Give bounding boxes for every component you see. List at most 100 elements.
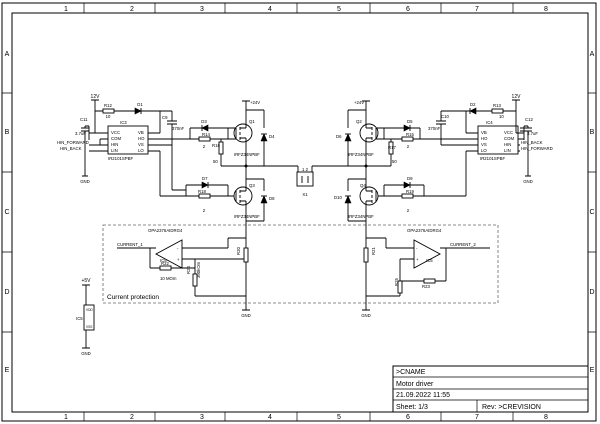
r16-value: 50 <box>213 159 218 164</box>
col-label: 8 <box>544 414 548 421</box>
resistor-r21 <box>363 247 369 263</box>
title-block-title: Motor driver <box>396 381 434 388</box>
opamp-right-plus: + <box>416 257 419 262</box>
diode-d4 <box>260 133 268 142</box>
current-protection-block: Current protection OPA2376AIDRG4 IC5 - +… <box>102 221 499 318</box>
ic4-pin: LO <box>481 148 487 153</box>
gnd-right: GND <box>361 313 371 318</box>
ic3-pin: VB <box>138 130 144 135</box>
row-label: A <box>590 51 595 58</box>
ic3-pin: COM <box>111 136 121 141</box>
col-label: 4 <box>268 6 272 13</box>
r20-label: R20 <box>236 247 241 255</box>
ic3-label: IC3 <box>120 120 127 125</box>
diode-d9 <box>403 181 411 189</box>
d6-label: D6 <box>336 134 342 139</box>
supply-5v: +5V <box>81 278 91 284</box>
title-block-sheet: Sheet: 1/3 <box>396 404 428 411</box>
col-label: 5 <box>337 414 341 421</box>
mosfet-q3 <box>233 186 253 206</box>
mosfet-q4 <box>359 186 379 206</box>
col-label: 6 <box>406 6 410 13</box>
ic3-part: IR2101SPBF <box>108 156 133 161</box>
column-labels-bottom: 1 2 3 4 5 6 7 8 <box>64 414 548 421</box>
col-label: 1 <box>64 6 68 13</box>
col-label: 7 <box>475 414 479 421</box>
power-vdd: VDD <box>86 308 93 312</box>
column-labels-top: 1 2 3 4 5 6 7 8 <box>64 6 548 13</box>
r22-value: 10 MOm <box>160 276 177 281</box>
row-label: E <box>5 367 10 374</box>
power-gnd: GND <box>81 351 91 356</box>
d7-label: D7 <box>202 176 208 181</box>
q3-label: Q3 <box>249 183 255 188</box>
resistor-r20 <box>243 247 249 263</box>
opamp-left-plus: + <box>177 257 180 262</box>
d8-label: D8 <box>269 196 275 201</box>
current-1-label: CURRENT_1 <box>117 242 143 247</box>
mosfet-q1 <box>233 123 253 143</box>
c11-label: C11 <box>80 117 88 122</box>
row-labels-right: A B C D E <box>589 51 594 374</box>
c9-value: 370nF <box>172 126 185 131</box>
title-block-name: >CNAME <box>396 369 426 376</box>
ic3-pin: LIN <box>111 148 118 153</box>
hin-forward-left: HIN_FORWARD <box>57 140 89 145</box>
resistor-r23 <box>423 278 436 284</box>
opamp-right <box>413 239 441 269</box>
row-label: C <box>589 209 594 216</box>
row-label: C <box>4 209 9 216</box>
q1-label: Q1 <box>249 119 255 124</box>
r12-value: 10 <box>106 114 111 119</box>
supply-12v-right: 12V <box>512 94 522 100</box>
r17-value: 50 <box>392 159 397 164</box>
col-label: 2 <box>130 414 134 421</box>
d10-label: D10 <box>334 195 342 200</box>
ic4-pin: LIN <box>504 148 511 153</box>
col-label: 1 <box>64 414 68 421</box>
row-label: A <box>5 51 10 58</box>
r15-value: 2 <box>407 144 410 149</box>
x1-label: X1 <box>302 192 308 197</box>
q1-part: IRFZ34NPBF <box>234 152 260 157</box>
opamp-right-ic: IC5 <box>426 258 433 263</box>
resistor-r13 <box>491 108 504 114</box>
col-label: 2 <box>130 6 134 13</box>
opamp-power-ic5 <box>83 304 95 331</box>
diode-d10 <box>344 195 352 204</box>
d9-label: D9 <box>407 176 413 181</box>
title-block-date: 21.09.2022 11:55 <box>396 392 450 399</box>
r23-label: R23 <box>422 284 430 289</box>
hin-forward-right: HIN_FORWARD <box>521 146 553 151</box>
gnd-right-top: GND <box>523 179 533 184</box>
q4-part: IRFZ34NPBF <box>348 214 374 219</box>
ic3-pin: LO <box>138 148 144 153</box>
ic4-pin: VS <box>481 142 487 147</box>
opamp-left-minus: - <box>177 246 179 251</box>
current-protection-label: Current protection <box>107 294 159 301</box>
connector-x1 <box>296 171 314 187</box>
diode-d2 <box>469 107 477 115</box>
col-label: 8 <box>544 6 548 13</box>
r19-label: R19 <box>406 189 414 194</box>
ic4-part: IR2101SPBF <box>480 156 505 161</box>
ic4-pin: HO <box>481 136 488 141</box>
ic4-label: IC4 <box>486 120 493 125</box>
col-label: 5 <box>337 6 341 13</box>
diode-d1 <box>134 107 142 115</box>
ic4-pin: VCC <box>504 130 513 135</box>
ic3-pin: HIN <box>111 142 118 147</box>
d1-label: D1 <box>137 102 143 107</box>
c11-value: 3.7uF <box>75 131 86 136</box>
row-label: B <box>590 129 595 136</box>
d3-label: D3 <box>201 119 207 124</box>
diode-d8 <box>260 195 268 204</box>
motor-connector-x1: 1 2 X1 <box>296 165 366 197</box>
x1-pins: 1 2 <box>302 167 309 172</box>
r16-label: R16 <box>212 143 220 148</box>
title-block-revision: Rev: >CREVISION <box>482 404 541 411</box>
ic3-pin: HO <box>138 136 145 141</box>
r13-label: R13 <box>493 103 501 108</box>
r13-value: 10 <box>499 114 504 119</box>
